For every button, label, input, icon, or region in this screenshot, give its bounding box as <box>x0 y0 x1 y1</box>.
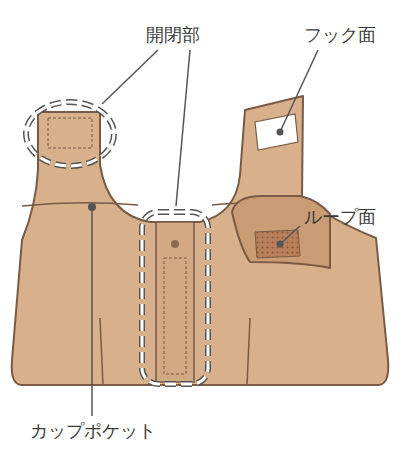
part-label: ループ面 <box>304 206 376 228</box>
part-label: 開閉部 <box>146 24 200 46</box>
part-label: カップポケット <box>30 420 156 442</box>
part-label: フック面 <box>304 24 376 46</box>
